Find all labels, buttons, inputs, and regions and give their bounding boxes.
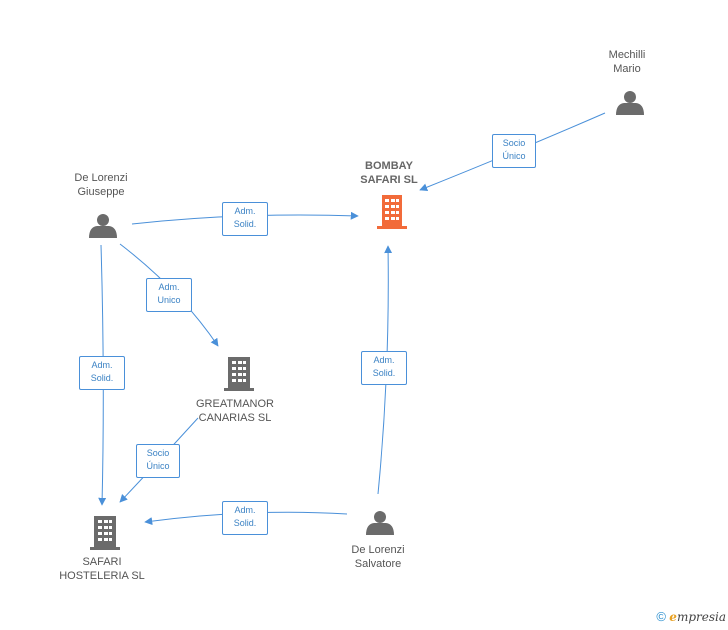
- edge-label-line2: Único: [502, 151, 526, 161]
- node-label-line1: De Lorenzi: [351, 544, 405, 556]
- node-label-line2: Mario: [613, 63, 641, 75]
- node-label-line1: SAFARI: [82, 556, 122, 568]
- building-icon[interactable]: [90, 516, 120, 550]
- edge-label-line1: Socio: [502, 138, 526, 148]
- edge-label-adm-solid[interactable]: Adm. Solid.: [222, 202, 268, 236]
- person-icon[interactable]: [366, 511, 394, 535]
- edge-label-line2: Unico: [157, 295, 181, 305]
- edge-label-adm-solid[interactable]: Adm. Solid.: [222, 501, 268, 535]
- edge-label-line1: Adm.: [234, 505, 256, 515]
- person-icon[interactable]: [616, 91, 644, 115]
- empresia-watermark: © empresia: [656, 609, 726, 624]
- edge-label-adm-solid[interactable]: Adm. Solid.: [361, 351, 407, 385]
- edge-label-adm-solid[interactable]: Adm. Solid.: [79, 356, 125, 390]
- node-label-line1: GREATMANOR: [195, 398, 275, 410]
- edge-label-line2: Solid.: [90, 373, 114, 383]
- brand-logo-text: mpresia: [676, 610, 726, 624]
- node-label-mechilli-mario[interactable]: Mechilli Mario: [587, 48, 667, 76]
- edge-label-socio-unico[interactable]: Socio Único: [492, 134, 536, 168]
- building-icon-focus[interactable]: [377, 195, 407, 229]
- node-label-line1: BOMBAY: [365, 160, 413, 172]
- edge-label-socio-unico[interactable]: Socio Único: [136, 444, 180, 478]
- node-label-line2: HOSTELERIA SL: [59, 570, 145, 582]
- node-label-de-lorenzi-salvatore[interactable]: De Lorenzi Salvatore: [333, 543, 423, 571]
- node-label-line2: Salvatore: [354, 558, 402, 570]
- brand-logo-initial: e: [669, 610, 677, 624]
- node-label-greatmanor-canarias[interactable]: GREATMANOR CANARIAS SL: [185, 397, 285, 425]
- edge-label-line2: Único: [146, 461, 170, 471]
- building-icon[interactable]: [224, 357, 254, 391]
- node-label-line2: CANARIAS SL: [198, 412, 272, 424]
- edge-label-adm-unico[interactable]: Adm. Unico: [146, 278, 192, 312]
- node-label-line1: Mechilli: [608, 49, 646, 61]
- edge-label-line1: Adm.: [91, 360, 113, 370]
- node-label-line2: Giuseppe: [77, 186, 125, 198]
- edge-label-line1: Adm.: [234, 206, 256, 216]
- person-icon[interactable]: [89, 214, 117, 238]
- edge-label-line1: Adm.: [373, 355, 395, 365]
- node-label-safari-hosteleria[interactable]: SAFARI HOSTELERIA SL: [52, 555, 152, 583]
- node-label-de-lorenzi-giuseppe[interactable]: De Lorenzi Giuseppe: [56, 171, 146, 199]
- node-label-bombay-safari[interactable]: BOMBAY SAFARI SL: [345, 159, 433, 187]
- edge-label-line2: Solid.: [372, 368, 396, 378]
- node-label-line1: De Lorenzi: [74, 172, 128, 184]
- edge-label-line2: Solid.: [233, 219, 257, 229]
- node-label-line2: SAFARI SL: [360, 174, 418, 186]
- edge-label-line1: Adm.: [158, 282, 180, 292]
- copyright-symbol: ©: [656, 609, 666, 624]
- brand-logo: empresia: [669, 610, 726, 624]
- edge-label-line2: Solid.: [233, 518, 257, 528]
- edge-label-line1: Socio: [146, 448, 170, 458]
